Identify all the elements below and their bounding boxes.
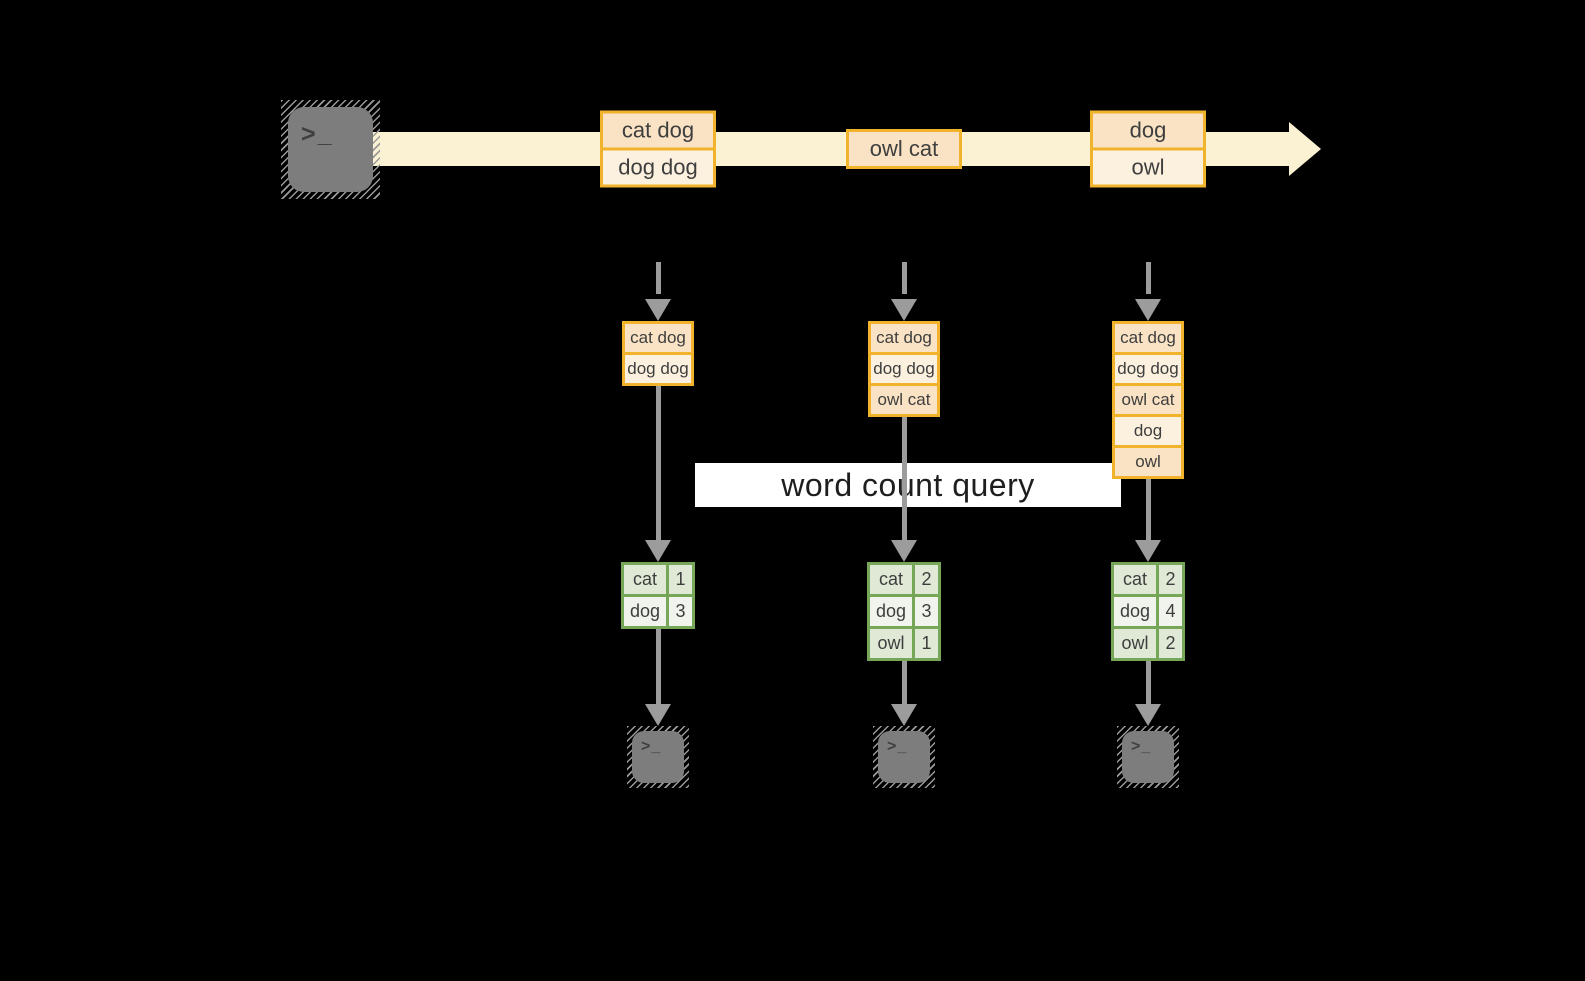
state-row: dog dog <box>871 355 937 383</box>
dashed-arrowhead-icon-1 <box>645 299 671 321</box>
stream-batch-box-2: owl cat <box>846 129 962 169</box>
state-row: dog <box>1115 417 1181 445</box>
terminal-screen: >_ <box>632 731 684 783</box>
word-cell: dog <box>1114 597 1156 626</box>
sink-terminal-icon-2: >_ <box>873 726 935 788</box>
dashed-arrow-line-1 <box>656 262 661 294</box>
terminal-screen: >_ <box>1122 731 1174 783</box>
word-cell: cat <box>1114 565 1156 594</box>
event-row: owl cat <box>849 132 959 166</box>
event-row: dog <box>1093 113 1203 148</box>
input-stream-arrowhead-icon <box>1289 122 1321 176</box>
terminal-prompt-glyph: >_ <box>641 738 662 755</box>
count-cell: 1 <box>669 565 692 594</box>
event-row: owl <box>1093 150 1203 185</box>
output-arrowhead-icon-1 <box>645 704 671 726</box>
state-row: dog dog <box>625 355 691 383</box>
word-cell: owl <box>870 629 912 658</box>
count-cell: 4 <box>1159 597 1182 626</box>
query-arrowhead-icon-1 <box>645 540 671 562</box>
word-cell: cat <box>870 565 912 594</box>
query-arrow-line-1 <box>656 386 661 542</box>
terminal-prompt-glyph: >_ <box>301 120 334 148</box>
event-row: dog dog <box>603 150 713 185</box>
state-row: cat dog <box>1115 324 1181 352</box>
count-cell: 2 <box>915 565 938 594</box>
state-row: owl cat <box>1115 386 1181 414</box>
terminal-screen: >_ <box>288 107 373 192</box>
output-arrowhead-icon-3 <box>1135 704 1161 726</box>
sink-terminal-icon-1: >_ <box>627 726 689 788</box>
state-row: owl cat <box>871 386 937 414</box>
state-row: owl <box>1115 448 1181 476</box>
state-row: dog dog <box>1115 355 1181 383</box>
count-cell: 1 <box>915 629 938 658</box>
word-cell: cat <box>624 565 666 594</box>
query-band: word count query <box>695 463 1121 507</box>
count-cell: 2 <box>1159 565 1182 594</box>
terminal-prompt-glyph: >_ <box>1131 738 1152 755</box>
output-arrow-line-2 <box>902 661 907 706</box>
dashed-arrow-line-2 <box>902 262 907 294</box>
output-arrow-line-1 <box>656 629 661 706</box>
sink-terminal-icon-3: >_ <box>1117 726 1179 788</box>
terminal-prompt-glyph: >_ <box>887 738 908 755</box>
query-arrow-line-2 <box>902 417 907 542</box>
dashed-arrowhead-icon-2 <box>891 299 917 321</box>
count-cell: 3 <box>915 597 938 626</box>
output-arrowhead-icon-2 <box>891 704 917 726</box>
event-row: cat dog <box>603 113 713 148</box>
query-arrowhead-icon-2 <box>891 540 917 562</box>
terminal-screen: >_ <box>878 731 930 783</box>
accumulated-state-box-1: cat dog dog dog <box>622 321 694 386</box>
dashed-arrow-line-3 <box>1146 262 1151 294</box>
source-terminal-icon: >_ <box>281 100 380 199</box>
word-cell: dog <box>870 597 912 626</box>
state-row: cat dog <box>871 324 937 352</box>
query-arrowhead-icon-3 <box>1135 540 1161 562</box>
count-cell: 3 <box>669 597 692 626</box>
query-arrow-line-3 <box>1146 479 1151 542</box>
count-cell: 2 <box>1159 629 1182 658</box>
output-arrow-line-3 <box>1146 661 1151 706</box>
state-row: cat dog <box>625 324 691 352</box>
word-cell: dog <box>624 597 666 626</box>
accumulated-state-box-2: cat dog dog dog owl cat <box>868 321 940 417</box>
query-label: word count query <box>781 466 1035 503</box>
dashed-arrowhead-icon-3 <box>1135 299 1161 321</box>
accumulated-state-box-3: cat dog dog dog owl cat dog owl <box>1112 321 1184 479</box>
word-cell: owl <box>1114 629 1156 658</box>
